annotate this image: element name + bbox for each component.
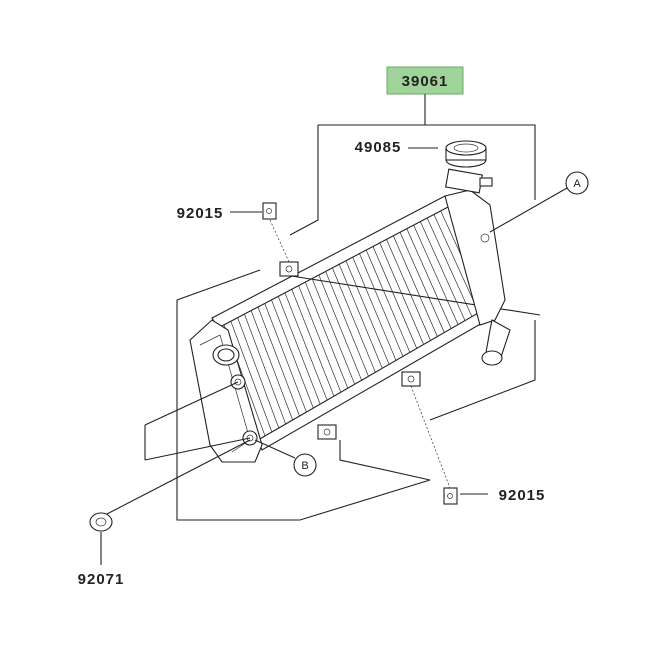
fin-line — [390, 230, 441, 342]
fin-line — [383, 233, 434, 346]
fin-line — [336, 258, 385, 374]
fin-line — [316, 268, 365, 386]
fin-line — [397, 226, 447, 338]
part-number-clip-top: 92015 — [177, 205, 224, 222]
fin-line — [234, 311, 282, 434]
assembly-bracket — [176, 94, 536, 521]
mounting-tabs — [279, 261, 421, 440]
part-92015-top[interactable]: 92015 — [177, 202, 290, 263]
fin-line — [370, 240, 420, 354]
fin-line — [329, 261, 378, 378]
part-92071[interactable]: 92071 — [78, 381, 251, 588]
part-49085[interactable]: 49085 — [355, 139, 487, 168]
fin-line — [309, 272, 358, 390]
right-tank — [444, 168, 511, 366]
fin-line — [349, 251, 399, 366]
radiator-cap-icon — [445, 140, 487, 168]
callout-b-label: B — [301, 460, 308, 472]
radiator-core — [211, 195, 541, 451]
callout-a-label: A — [573, 178, 581, 190]
part-92015-bottom[interactable]: 92015 — [410, 385, 546, 505]
fin-line — [255, 300, 302, 422]
fin-line — [228, 314, 275, 438]
part-number-cap: 49085 — [355, 139, 402, 156]
fin-line — [343, 254, 392, 370]
part-39061[interactable]: 39061 — [386, 66, 464, 95]
part-number-clip-bottom: 92015 — [499, 487, 546, 504]
fin-line — [289, 283, 337, 402]
clip-icon — [443, 487, 458, 505]
fin-line — [363, 244, 413, 358]
fin-line — [410, 219, 461, 331]
fin-line — [295, 279, 344, 398]
part-number-assembly: 39061 — [402, 73, 449, 90]
part-highlight-box — [386, 66, 464, 95]
callout-b[interactable]: B — [254, 439, 317, 477]
fin-line — [417, 215, 468, 327]
fin-line — [322, 265, 371, 382]
fin-line — [262, 297, 309, 418]
clip-icon — [262, 202, 277, 220]
grommet-icon — [89, 512, 113, 532]
fin-line — [275, 290, 323, 410]
callout-a[interactable]: A — [489, 171, 589, 233]
fin-line — [241, 307, 288, 430]
fin-line — [356, 247, 406, 362]
fin-line — [404, 223, 454, 334]
fin-line — [302, 275, 351, 394]
fin-line — [282, 286, 330, 406]
part-number-grommet: 92071 — [78, 571, 125, 588]
fin-line — [268, 293, 316, 414]
fin-line — [248, 304, 295, 426]
